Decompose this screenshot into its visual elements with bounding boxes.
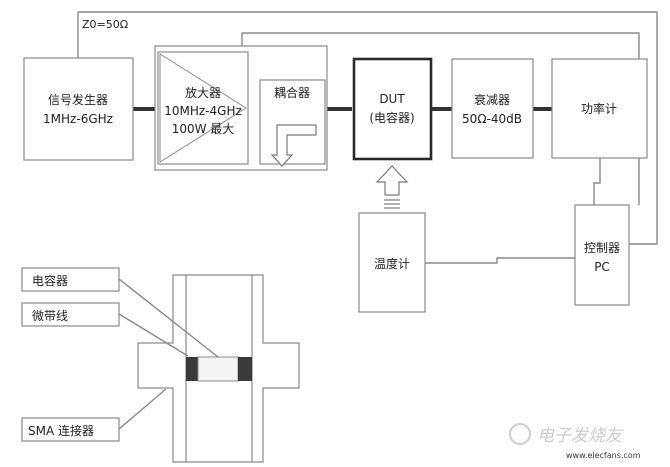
callout-capacitor: 电容器 [21, 267, 219, 358]
callout-microstrip: 微带线 [21, 302, 189, 357]
amplifier-max-power: 100W 最大 [172, 122, 235, 136]
coupler-label: 耦合器 [274, 85, 310, 100]
dut-subtitle: (电容器) [369, 110, 414, 125]
thermometer-label: 温度计 [374, 256, 410, 271]
amplifier-title: 放大器 [185, 85, 221, 100]
coupler-arrow-symbol [270, 124, 317, 167]
impedance-label: Z0=50Ω [82, 18, 128, 31]
watermark-logo-icon [509, 423, 531, 445]
power-meter-label: 功率计 [581, 101, 617, 116]
callout-microstrip-label: 微带线 [32, 309, 68, 323]
capacitor-body [197, 356, 239, 382]
controller-title: 控制器 [584, 241, 620, 255]
controller-block: 控制器 PC [574, 204, 630, 306]
amplifier-coupler-module: 放大器 10MHz-4GHz 100W 最大 耦合器 [154, 45, 328, 171]
callout-sma-label: SMA 连接器 [28, 423, 94, 438]
callout-sma: SMA 连接器 [21, 388, 167, 442]
amplifier-range: 10MHz-4GHz [164, 104, 242, 118]
watermark-text: 电子发烧友 [537, 426, 624, 446]
thermometer-to-controller-wire [425, 257, 575, 264]
feedback-wire-outer [77, 11, 658, 245]
signal-generator-block: 信号发生器 1MHz-6GHz [23, 57, 134, 161]
attenuator-block: 衰减器 50Ω-40dB [451, 58, 534, 159]
dut-title: DUT [379, 92, 405, 106]
signal-generator-title: 信号发生器 [48, 92, 108, 107]
power-meter-to-controller-wire [593, 158, 601, 205]
capacitor-terminal-right [238, 357, 252, 381]
dut-block: DUT (电容器) [352, 57, 433, 161]
test-fixture [137, 274, 300, 463]
callout-capacitor-label: 电容器 [32, 273, 68, 288]
thermometer-block: 温度计 [358, 212, 426, 313]
power-meter-block: 功率计 [551, 58, 648, 159]
thermometer-arrow-icon [375, 165, 409, 209]
controller-subtitle: PC [594, 260, 610, 274]
attenuator-value: 50Ω-40dB [462, 112, 522, 126]
watermark: 电子发烧友 www.elecfans.com [509, 423, 641, 460]
capacitor-terminal-left [186, 357, 198, 381]
amplifier-triangle-symbol [159, 53, 247, 163]
coupler-block [259, 79, 326, 165]
amplifier-block [157, 51, 249, 165]
watermark-url: www.elecfans.com [566, 451, 641, 460]
attenuator-title: 衰减器 [474, 92, 510, 107]
signal-generator-range: 1MHz-6GHz [43, 112, 113, 126]
